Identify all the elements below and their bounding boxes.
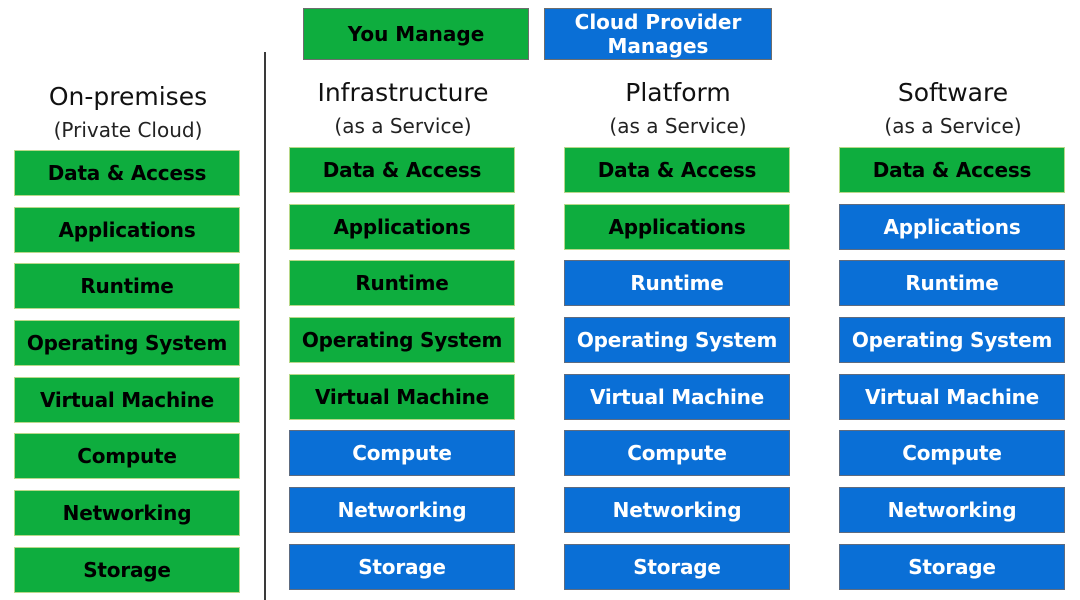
column-title: Software bbox=[897, 78, 1009, 107]
layer-storage: Storage bbox=[14, 547, 240, 593]
layer-compute: Compute bbox=[564, 430, 790, 476]
layer-virtual-machine: Virtual Machine bbox=[14, 377, 240, 423]
layer-networking: Networking bbox=[289, 487, 515, 533]
on-premises-divider bbox=[264, 52, 266, 600]
layer-virtual-machine: Virtual Machine bbox=[839, 374, 1065, 420]
layer-applications: Applications bbox=[839, 204, 1065, 250]
column-title: On-premises bbox=[48, 82, 208, 111]
legend-provider-manages: Cloud Provider Manages bbox=[544, 8, 772, 60]
layer-compute: Compute bbox=[14, 433, 240, 479]
layer-applications: Applications bbox=[14, 207, 240, 253]
legend-provider-manages-label: Cloud Provider Manages bbox=[574, 10, 742, 58]
layer-networking: Networking bbox=[14, 490, 240, 536]
column-subtitle: (Private Cloud) bbox=[53, 118, 203, 142]
layer-operating-system: Operating System bbox=[564, 317, 790, 363]
layer-data-access: Data & Access bbox=[289, 147, 515, 193]
layer-compute: Compute bbox=[289, 430, 515, 476]
layer-storage: Storage bbox=[839, 544, 1065, 590]
legend-you-manage: You Manage bbox=[303, 8, 529, 60]
layer-runtime: Runtime bbox=[14, 263, 240, 309]
column-subtitle: (as a Service) bbox=[884, 114, 1022, 138]
layer-applications: Applications bbox=[289, 204, 515, 250]
layer-storage: Storage bbox=[564, 544, 790, 590]
layer-virtual-machine: Virtual Machine bbox=[564, 374, 790, 420]
layer-runtime: Runtime bbox=[839, 260, 1065, 306]
layer-networking: Networking bbox=[839, 487, 1065, 533]
layer-operating-system: Operating System bbox=[839, 317, 1065, 363]
layer-operating-system: Operating System bbox=[289, 317, 515, 363]
layer-applications: Applications bbox=[564, 204, 790, 250]
column-title: Infrastructure bbox=[317, 78, 489, 107]
layer-operating-system: Operating System bbox=[14, 320, 240, 366]
layer-runtime: Runtime bbox=[289, 260, 515, 306]
layer-runtime: Runtime bbox=[564, 260, 790, 306]
column-subtitle: (as a Service) bbox=[334, 114, 472, 138]
layer-compute: Compute bbox=[839, 430, 1065, 476]
layer-networking: Networking bbox=[564, 487, 790, 533]
layer-data-access: Data & Access bbox=[564, 147, 790, 193]
layer-data-access: Data & Access bbox=[14, 150, 240, 196]
layer-data-access: Data & Access bbox=[839, 147, 1065, 193]
legend-you-manage-label: You Manage bbox=[347, 22, 485, 46]
column-subtitle: (as a Service) bbox=[609, 114, 747, 138]
column-title: Platform bbox=[625, 78, 731, 107]
layer-virtual-machine: Virtual Machine bbox=[289, 374, 515, 420]
layer-storage: Storage bbox=[289, 544, 515, 590]
